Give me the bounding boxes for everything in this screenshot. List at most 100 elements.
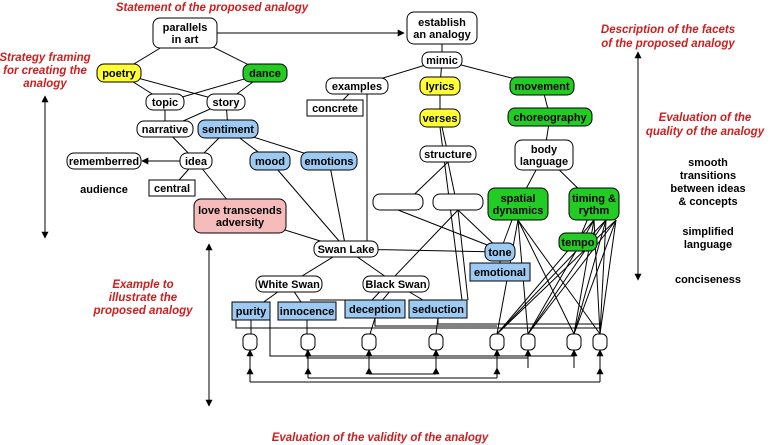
- node-blackswan-label: Black Swan: [365, 279, 426, 291]
- node-sentiment: sentiment: [197, 119, 259, 139]
- node-emotions: emotions: [300, 151, 358, 171]
- annotation-evaluation-validity: Evaluation of the validity of the analog…: [272, 432, 489, 444]
- node-emotional: emotional: [469, 262, 531, 282]
- annotation-evaluation-quality: Evaluation of the: [659, 112, 752, 124]
- node-poetry: poetry: [96, 63, 142, 83]
- node-swanlake: Swan Lake: [313, 240, 379, 258]
- node-rememberred-box: [66, 152, 142, 170]
- node-choreography-box: [507, 107, 593, 127]
- edge-line: [599, 219, 607, 335]
- node-timing: timing &rythm: [568, 187, 620, 221]
- annotation-strategy: Strategy framing: [0, 52, 91, 64]
- quality-criterion: simplified: [682, 226, 733, 238]
- node-story: story: [206, 93, 246, 111]
- node-examples-box: [325, 77, 389, 95]
- node-innocence: innocence: [277, 301, 337, 321]
- node-structure-box: [419, 145, 477, 163]
- edge-line: [573, 219, 607, 335]
- node-emotions-box: [300, 151, 358, 171]
- node-body-box: [514, 139, 574, 171]
- node-seduction-label: seduction: [412, 304, 464, 316]
- node-topic: topic: [145, 93, 185, 111]
- node-whiteswan-box: [255, 275, 323, 293]
- node-body-label: language: [520, 156, 568, 168]
- edge-line: [269, 160, 347, 250]
- node-swanlake-label: Swan Lake: [318, 244, 375, 256]
- node-deception: deception: [344, 299, 406, 319]
- node-concrete-label: concrete: [312, 103, 358, 115]
- node-structure: structure: [419, 145, 477, 163]
- edge-line: [235, 320, 600, 329]
- node-poetry-box: [96, 63, 142, 83]
- annotation-example: proposed analogy: [92, 305, 193, 317]
- node-mimic-label: mimic: [426, 55, 458, 67]
- node-deception-label: deception: [349, 304, 401, 316]
- node-narrative-label: narrative: [142, 124, 188, 136]
- blank-node: [520, 333, 536, 351]
- node-mimic: mimic: [421, 51, 463, 69]
- node-choreography-label: choreography: [513, 112, 587, 124]
- node-audience: audience: [80, 184, 128, 196]
- node-establish-box: [406, 11, 478, 45]
- node-story-label: story: [213, 97, 241, 109]
- node-movement: movement: [509, 76, 575, 96]
- node-story-box: [206, 93, 246, 111]
- node-mood: mood: [249, 151, 291, 171]
- node-parallels-label: in art: [172, 34, 199, 46]
- node-topic-box: [145, 93, 185, 111]
- node-parallels-label: parallels: [163, 22, 208, 34]
- node-blackswan: Black Swan: [362, 275, 430, 293]
- node-timing-label: timing &: [572, 193, 616, 205]
- node-purity: purity: [231, 301, 271, 321]
- quality-criterion: language: [684, 239, 732, 251]
- edge-line: [374, 318, 497, 327]
- node-sentiment-label: sentiment: [202, 124, 254, 136]
- node-tempo-box: [558, 232, 598, 252]
- node-mood-box: [249, 151, 291, 171]
- node-love-box: [193, 198, 287, 234]
- node-idea-label: idea: [185, 156, 208, 168]
- node-innocence-label: innocence: [280, 306, 334, 318]
- edge-line: [573, 219, 617, 335]
- blank-node: [592, 333, 608, 351]
- node-tempo: tempo: [558, 232, 598, 252]
- annotation-evaluation-quality: quality of the analogy: [646, 126, 765, 138]
- blank-node: [372, 193, 424, 211]
- node-spatial-label: dynamics: [493, 205, 544, 217]
- node-whiteswan-label: White Swan: [258, 279, 320, 291]
- node-whiteswan: White Swan: [255, 275, 323, 293]
- node-seduction-box: [408, 299, 468, 319]
- node-emotional-label: emotional: [474, 267, 526, 279]
- node-deception-box: [344, 299, 406, 319]
- node-rememberred-label: rememberred: [69, 156, 139, 168]
- node-idea: idea: [179, 152, 213, 170]
- node-sentiment-box: [197, 119, 259, 139]
- quality-criterion: between ideas: [670, 183, 745, 195]
- node-dance: dance: [242, 63, 288, 83]
- blank-node: [428, 333, 444, 351]
- node-parallels-box: [152, 17, 218, 49]
- node-examples-label: examples: [332, 81, 382, 93]
- node-body-label: body: [531, 144, 558, 156]
- annotation-strategy: analogy: [23, 78, 67, 90]
- node-narrative-box: [136, 120, 194, 138]
- edge-line: [435, 317, 439, 335]
- node-central-box: [148, 179, 196, 197]
- quality-criterion: smooth: [688, 157, 728, 169]
- node-concrete-box: [306, 99, 364, 117]
- node-choreography: choreography: [507, 107, 593, 127]
- blank-node: [361, 333, 377, 351]
- node-verses-box: [419, 108, 461, 128]
- blank-node: [300, 333, 316, 351]
- node-timing-label: rythm: [579, 205, 610, 217]
- node-innocence-box: [277, 301, 337, 321]
- node-mood-label: mood: [255, 156, 285, 168]
- node-seduction: seduction: [408, 299, 468, 319]
